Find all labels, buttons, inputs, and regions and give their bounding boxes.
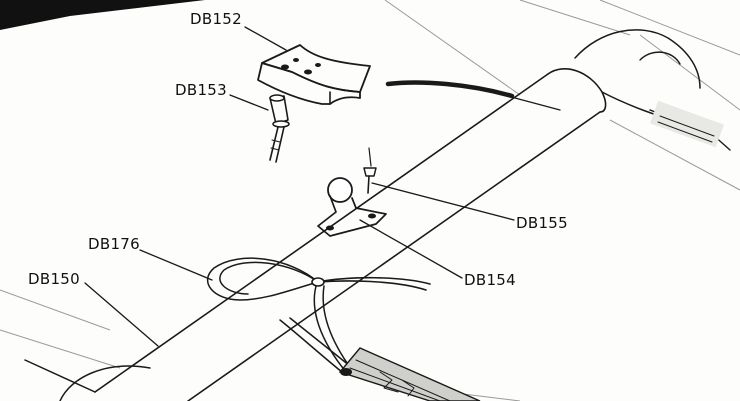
leader-lines xyxy=(84,26,515,347)
strap xyxy=(338,347,481,401)
label-db152: DB152 xyxy=(190,10,242,28)
tube-left-cap xyxy=(24,359,151,401)
label-db155: DB155 xyxy=(516,214,568,232)
tube-end-coupling xyxy=(574,29,731,151)
black-corner-band xyxy=(0,0,205,30)
label-db150: DB150 xyxy=(28,270,80,288)
main-tube xyxy=(94,68,607,401)
cable-db176 xyxy=(207,257,431,373)
label-db154: DB154 xyxy=(464,271,516,289)
pin-db155 xyxy=(363,147,377,194)
label-db153: DB153 xyxy=(175,81,227,99)
bolt-db153 xyxy=(269,94,290,163)
clip-db154 xyxy=(317,177,387,237)
label-db176: DB176 xyxy=(88,235,140,253)
coupling-hatch xyxy=(650,100,724,148)
bracket-db152 xyxy=(257,44,371,105)
attach-arrow-line xyxy=(385,80,515,99)
